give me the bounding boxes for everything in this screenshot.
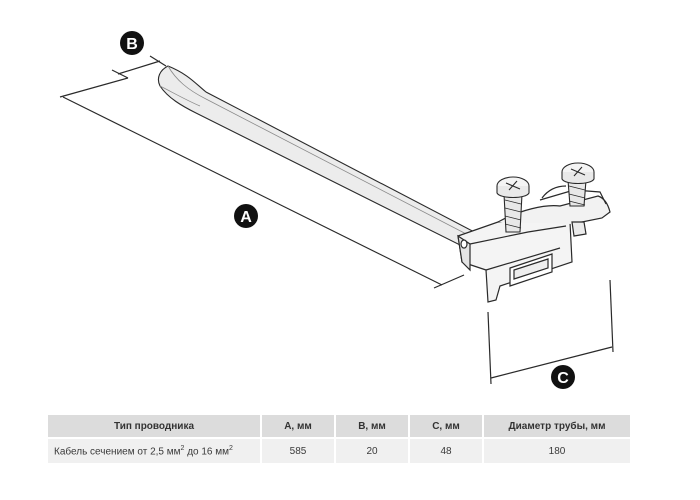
dimension-b (59, 55, 167, 98)
cell-c: 48 (410, 437, 482, 463)
table-header-row: Тип проводника А, мм В, мм С, мм Диаметр… (48, 415, 630, 437)
table-row: Кабель сечением от 2,5 мм2 до 16 мм2 585… (48, 437, 630, 463)
svg-text:A: A (240, 209, 252, 226)
dimension-c (487, 279, 614, 385)
header-c: С, мм (410, 415, 482, 437)
header-conductor-type: Тип проводника (48, 415, 260, 437)
marker-b: B (120, 31, 144, 55)
cell-a: 585 (262, 437, 334, 463)
clamp-blade (157, 65, 483, 251)
header-b: В, мм (336, 415, 408, 437)
header-a: А, мм (262, 415, 334, 437)
clamp-screw-left (496, 176, 530, 233)
technical-drawing: B A C (59, 31, 614, 389)
marker-c: C (551, 365, 575, 389)
cell-pipe-diameter: 180 (484, 437, 630, 463)
clamp-body (457, 185, 611, 303)
cell-conductor-type: Кабель сечением от 2,5 мм2 до 16 мм2 (48, 437, 260, 463)
specification-table: Тип проводника А, мм В, мм С, мм Диаметр… (46, 415, 632, 463)
cell-b: 20 (336, 437, 408, 463)
marker-a: A (234, 204, 258, 228)
dimension-a (62, 96, 465, 289)
header-pipe-diameter: Диаметр трубы, мм (484, 415, 630, 437)
clamp-screw-right (561, 162, 595, 207)
svg-text:B: B (126, 36, 138, 53)
svg-text:C: C (557, 370, 569, 387)
